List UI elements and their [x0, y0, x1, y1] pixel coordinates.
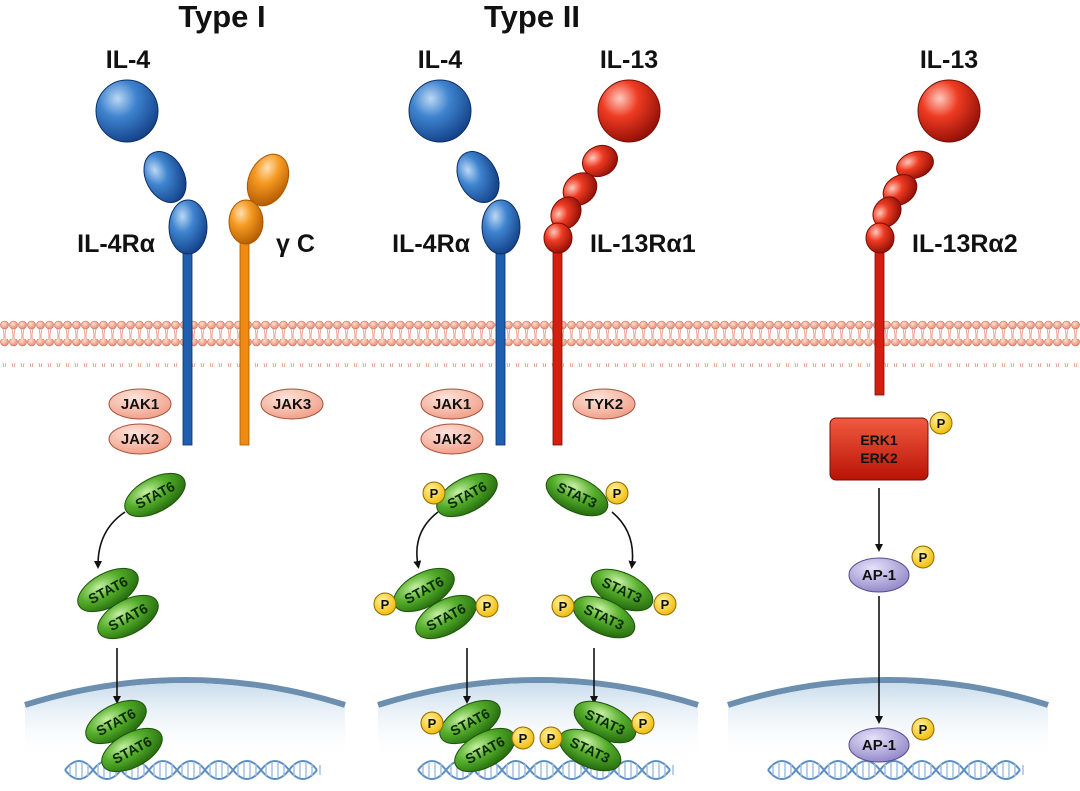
nuclear-interior-decoy — [728, 683, 1048, 760]
phospho-badge: P — [420, 711, 444, 735]
decoy-receptor-label: IL-13Rα2 — [912, 230, 1018, 258]
il4-cytokine-sphere-icon — [408, 79, 472, 143]
type1-receptor1-label: IL-4Rα — [77, 230, 156, 258]
erk2-label: ERK2 — [860, 450, 898, 466]
phospho-badge: P — [511, 726, 535, 750]
lipid-bilayer-icon — [0, 304, 1080, 340]
phospho-label: P — [919, 550, 928, 565]
phospho-badge: P — [422, 481, 446, 505]
il13ra1-domain-4 — [543, 222, 573, 254]
erk-kinase-box — [829, 417, 929, 481]
jak1-kinase — [420, 388, 484, 420]
gammac-domain-lower — [228, 199, 264, 245]
il13ra1-domain-1 — [581, 144, 619, 178]
jak3-kinase — [260, 388, 324, 420]
phospho-label: P — [613, 486, 622, 501]
phospho-badge: P — [911, 545, 935, 569]
il4ra-domain-upper — [456, 151, 500, 203]
phospho-badge: P — [475, 594, 499, 618]
il4ra-domain-lower — [481, 199, 521, 255]
lipid-bilayer-lower — [0, 339, 1080, 367]
phospho-label: P — [937, 416, 946, 431]
phospho-label: P — [428, 716, 437, 731]
decoy-complex: IL-13 IL-13Rα2 ERK1 ERK2 P AP-1 P AP-1 P — [829, 46, 1018, 763]
il13ra2-domain-4 — [865, 222, 895, 254]
type2-title: Type II — [484, 0, 580, 34]
type2-complex: IL-4 IL-13 IL-4Rα IL-13Rα1 JAK1 JAK2 TYK… — [373, 46, 696, 773]
nuclear-envelope-icon — [727, 677, 1049, 708]
il13ra1-stalk — [552, 249, 563, 446]
ap1-factor — [848, 557, 910, 593]
phospho-label: P — [919, 722, 928, 737]
erk1-label: ERK1 — [860, 432, 898, 448]
ap1-dna-bound — [848, 727, 910, 763]
il4ra-stalk — [495, 244, 506, 446]
arrow-stat3-dimerize — [611, 511, 637, 569]
arrow-stat6-dimerize — [94, 511, 126, 569]
phospho-label: P — [559, 599, 568, 614]
phospho-badge: P — [631, 711, 655, 735]
dna-helix-icon — [64, 760, 1024, 780]
jak2-kinase — [420, 423, 484, 455]
phospho-label: P — [430, 486, 439, 501]
jak3-label: JAK3 — [273, 396, 311, 413]
type2-receptor2-label: IL-13Rα1 — [590, 230, 696, 258]
decoy-ligand-label: IL-13 — [920, 46, 978, 74]
il4ra-domain-upper — [143, 151, 187, 203]
type1-ligand-label: IL-4 — [106, 46, 151, 74]
phospho-badge: P — [551, 594, 575, 618]
type2-ligand2-label: IL-13 — [600, 46, 658, 74]
phospho-label: P — [483, 599, 492, 614]
ap1-label: AP-1 — [862, 737, 896, 754]
plasma-membrane — [0, 304, 1080, 367]
il4ra-stalk — [182, 244, 193, 446]
stat3-dna-bottom: STAT3 — [558, 728, 622, 772]
il13-cytokine-sphere-icon — [597, 79, 661, 143]
jak2-label: JAK2 — [121, 431, 159, 448]
jak1-label: JAK1 — [433, 396, 471, 413]
phospho-label: P — [547, 731, 556, 746]
jak1-kinase — [108, 388, 172, 420]
stat6-monomer: STAT6 — [124, 472, 186, 518]
phospho-badge: P — [653, 592, 677, 616]
nuclear-envelope-icon — [377, 677, 699, 708]
tyk2-label: TYK2 — [585, 396, 623, 413]
il4-cytokine-sphere-icon — [95, 79, 159, 143]
type1-receptor2-label: γ C — [276, 230, 315, 258]
phospho-badge: P — [929, 411, 953, 435]
il13-cytokine-sphere-icon — [917, 79, 981, 143]
phospho-badge: P — [911, 717, 935, 741]
phospho-badge: P — [539, 726, 563, 750]
il13ra2-domain-1 — [896, 150, 934, 180]
arrow-stat6-dimerize — [413, 511, 439, 569]
jak2-label: JAK2 — [433, 431, 471, 448]
phospho-badge: P — [605, 481, 629, 505]
type2-receptor1-label: IL-4Rα — [392, 230, 471, 258]
stat3-dimer-bottom: STAT3 — [572, 595, 636, 639]
type2-ligand1-label: IL-4 — [418, 46, 463, 74]
phospho-label: P — [661, 597, 670, 612]
phospho-label: P — [381, 597, 390, 612]
stat3-monomer: STAT3 — [545, 473, 609, 517]
phospho-label: P — [639, 716, 648, 731]
tyk2-kinase — [572, 388, 636, 420]
nuclear-envelope-icon — [24, 677, 346, 708]
jak2-kinase — [108, 423, 172, 455]
gammac-stalk — [239, 229, 250, 446]
jak1-label: JAK1 — [121, 396, 159, 413]
ap1-label: AP-1 — [862, 567, 896, 584]
il4ra-domain-lower — [168, 199, 208, 255]
type1-title: Type I — [178, 0, 265, 34]
type1-complex: IL-4 IL-4Rα γ C JAK1 JAK2 JAK3 STAT6 STA… — [77, 46, 324, 773]
phospho-badge: P — [373, 592, 397, 616]
phospho-label: P — [519, 731, 528, 746]
il13ra2-stalk — [874, 249, 885, 396]
